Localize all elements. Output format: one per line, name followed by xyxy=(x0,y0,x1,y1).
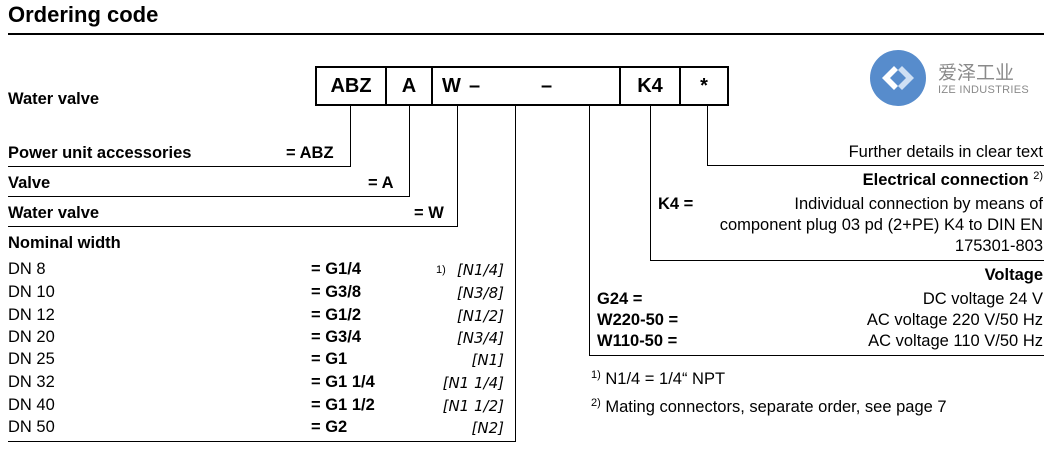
footnote-1-sup: 1) xyxy=(591,369,601,381)
leader-elec-v xyxy=(650,106,651,261)
further-details-text: Further details in clear text xyxy=(848,143,1043,161)
dn-code: = G1 1/4 xyxy=(311,373,375,391)
leader-elec-h xyxy=(650,260,1044,261)
dn-label: DN 12 xyxy=(8,306,55,324)
company-logo: 爱泽工业 IZE INDUSTRIES xyxy=(868,48,1048,108)
dn-label: DN 50 xyxy=(8,418,55,436)
code-dash-2: – xyxy=(541,74,553,97)
dn-note: [N2] xyxy=(471,419,504,437)
leader-nw-v xyxy=(515,106,516,442)
dn-code: = G3/8 xyxy=(311,283,361,301)
voltage-desc: AC voltage 220 V/50 Hz xyxy=(866,311,1043,329)
dn-note: [N1 1/2] xyxy=(442,397,504,415)
voltage-heading: Voltage xyxy=(984,266,1043,284)
code-box-k4: K4 xyxy=(621,66,681,106)
electrical-desc-line3: 175301-803 xyxy=(954,237,1043,255)
electrical-heading: Electrical connection 2) xyxy=(862,170,1043,190)
code-box-k4-label: K4 xyxy=(637,74,663,97)
valve-code: = A xyxy=(368,174,394,192)
code-box-w-label: W xyxy=(442,74,461,97)
leader-a-v xyxy=(409,106,410,197)
leader-voltage-v xyxy=(589,106,590,356)
title-rule xyxy=(8,33,1044,35)
leader-abz-h xyxy=(8,166,351,167)
voltage-code: W110-50 = xyxy=(597,332,678,350)
code-box-w: W – – xyxy=(433,66,621,106)
electrical-heading-sup: 2) xyxy=(1033,170,1043,182)
leader-details-v xyxy=(707,106,708,166)
power-unit-label: Power unit accessories xyxy=(8,144,192,162)
water-valve-code: = W xyxy=(414,204,444,222)
code-box-abz: ABZ xyxy=(315,66,387,106)
code-box-abz-label: ABZ xyxy=(330,74,372,97)
water-valve-label: Water valve xyxy=(8,204,100,222)
code-dash-1: – xyxy=(469,74,481,97)
leader-nw-h xyxy=(8,441,516,442)
dn-code: = G2 xyxy=(311,418,348,436)
dn-note: [N3/8] xyxy=(456,284,504,302)
power-unit-code: = ABZ xyxy=(286,144,334,162)
dn-note: [N1 1/4] xyxy=(442,374,504,392)
electrical-desc-line1: Individual connection by means of xyxy=(794,195,1043,213)
dn-label: DN 10 xyxy=(8,283,55,301)
k4-code: K4 = xyxy=(658,195,694,213)
footnote-2: 2) Mating connectors, separate order, se… xyxy=(591,397,947,417)
leader-details-h xyxy=(707,165,1044,166)
code-box-a-label: A xyxy=(401,74,417,97)
leader-voltage-h xyxy=(589,355,1044,356)
dn-note: [N1] xyxy=(471,351,504,369)
footnote-2-sup: 2) xyxy=(591,397,601,409)
nominal-width-table: DN 8 = G1/4 1) [N1/4] DN 10 = G3/8 [N3/8… xyxy=(0,0,1055,437)
dn-label: DN 40 xyxy=(8,396,55,414)
footnote-1: 1) N1/4 = 1/4“ NPT xyxy=(591,369,726,389)
logo-cn-text: 爱泽工业 xyxy=(938,63,1015,84)
dn-label: DN 32 xyxy=(8,373,55,391)
dn-note: [N1/4] xyxy=(456,261,504,279)
water-valve-heading: Water valve xyxy=(8,90,100,108)
page-title: Ordering code xyxy=(8,2,159,27)
electrical-desc-line2: component plug 03 pd (2+PE) K4 to DIN EN xyxy=(719,216,1043,234)
voltage-desc: DC voltage 24 V xyxy=(922,290,1043,308)
dn-code: = G1 xyxy=(311,350,348,368)
logo-icon xyxy=(870,50,926,106)
dn-label: DN 25 xyxy=(8,350,55,368)
dn-note-sup: 1) xyxy=(436,264,446,276)
electrical-heading-text: Electrical connection xyxy=(862,171,1029,189)
logo-en-text: IZE INDUSTRIES xyxy=(938,84,1029,96)
valve-label: Valve xyxy=(8,174,51,192)
dn-label: DN 8 xyxy=(8,260,46,278)
dn-code: = G1/2 xyxy=(311,306,361,324)
nominal-width-heading: Nominal width xyxy=(8,234,121,252)
leader-w-h xyxy=(8,226,458,227)
code-box-a: A xyxy=(387,66,433,106)
leader-a-h xyxy=(8,196,410,197)
footnote-2-text: Mating connectors, separate order, see p… xyxy=(605,398,947,416)
leader-abz-v xyxy=(350,106,351,167)
dn-label: DN 20 xyxy=(8,328,55,346)
dn-code: = G3/4 xyxy=(311,328,361,346)
dn-code: = G1 1/2 xyxy=(311,396,375,414)
voltage-code: G24 = xyxy=(597,290,643,308)
code-box-star-label: * xyxy=(700,74,708,97)
voltage-desc: AC voltage 110 V/50 Hz xyxy=(868,332,1043,350)
leader-w-v xyxy=(457,106,458,227)
footnote-1-text: N1/4 = 1/4“ NPT xyxy=(605,370,726,388)
dn-note: [N3/4] xyxy=(456,329,504,347)
dn-code: = G1/4 xyxy=(311,260,361,278)
voltage-code: W220-50 = xyxy=(597,311,679,329)
code-box-star: * xyxy=(681,66,729,106)
dn-note: [N1/2] xyxy=(456,307,504,325)
